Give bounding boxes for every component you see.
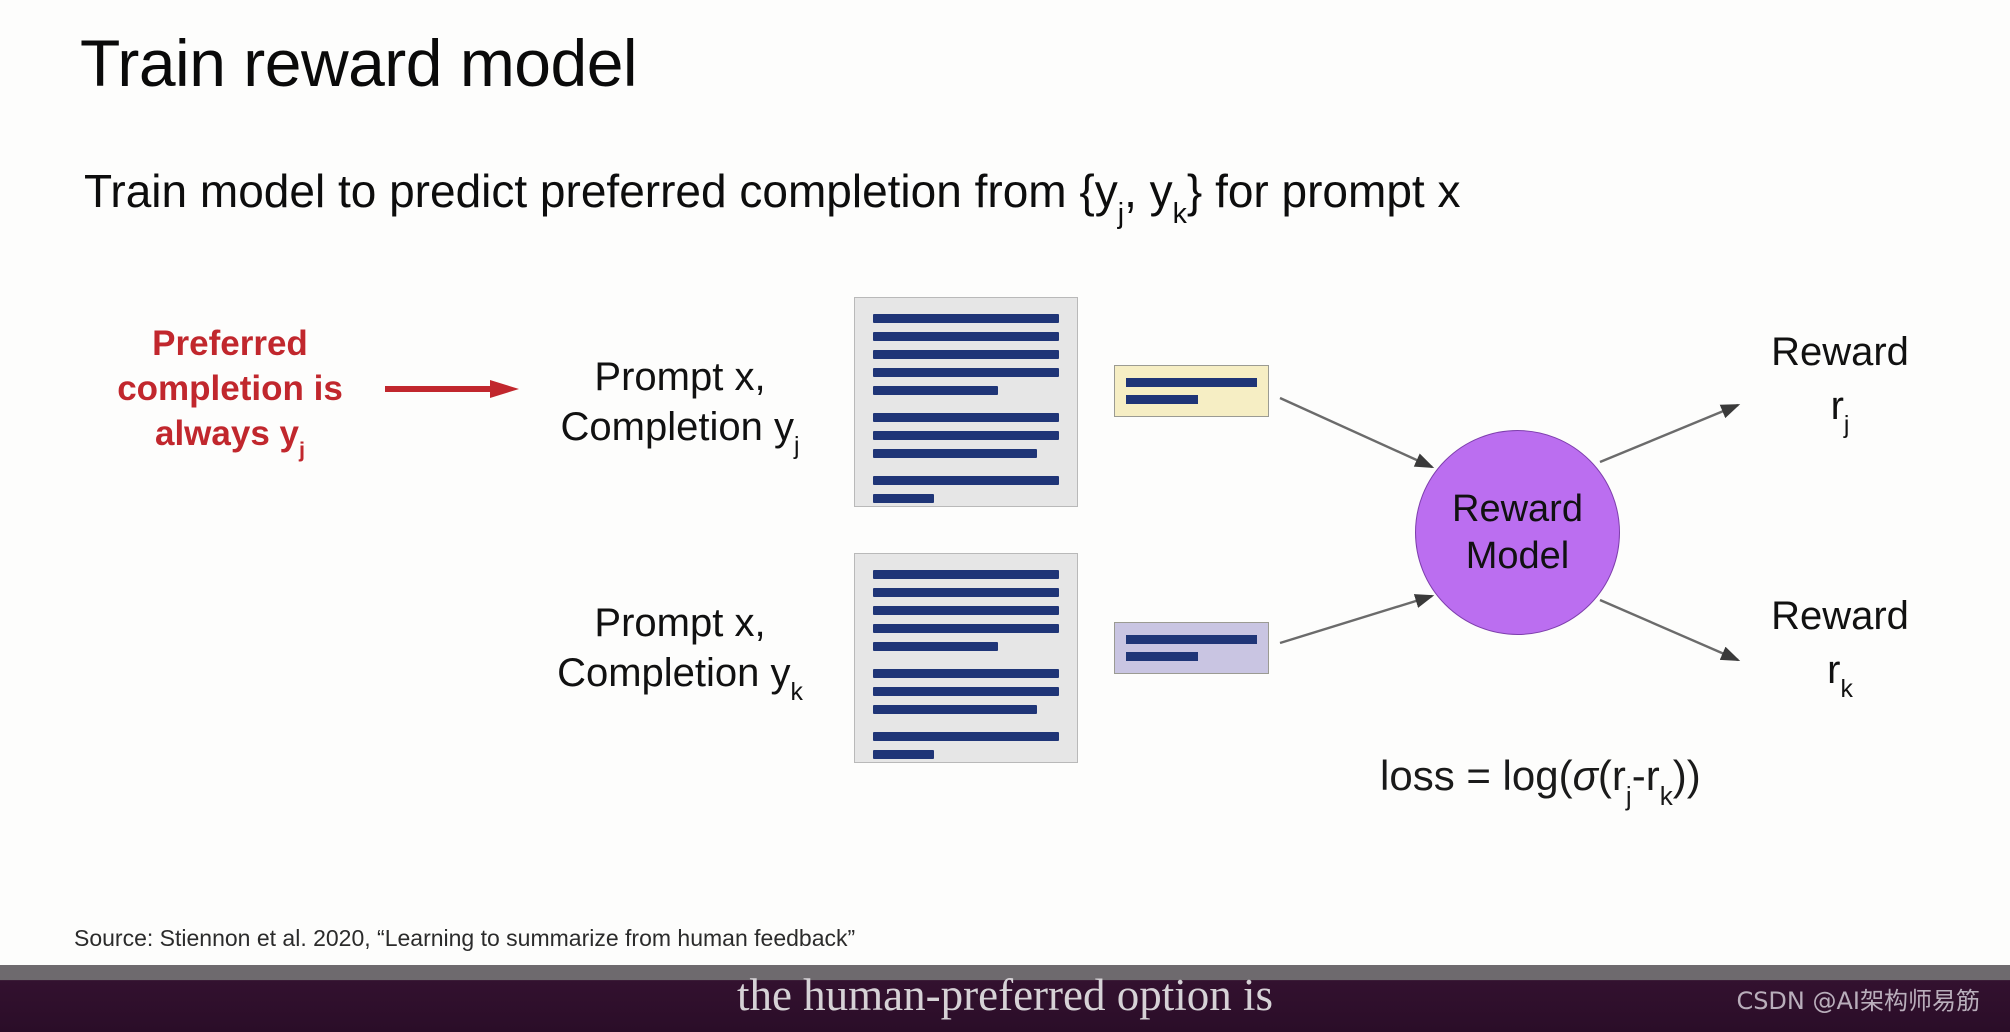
presentation-slide: Train reward model Train model to predic… <box>74 26 1950 951</box>
reward-output-label-k: Reward rk <box>1730 592 1950 704</box>
red-arrow-icon <box>385 380 519 398</box>
loss-minus: -r <box>1631 752 1660 799</box>
prompt-label-k-subscript: k <box>790 679 803 707</box>
subtitle-subscript-j: j <box>1117 198 1125 231</box>
doc-text-line <box>873 476 1059 485</box>
doc-text-line <box>873 687 1059 696</box>
subtitle-part-2: , y <box>1124 165 1173 217</box>
completion-chip-k <box>1114 622 1269 674</box>
prompt-label-j-subscript: j <box>793 433 800 461</box>
subtitle-part-1: Train model to predict preferred complet… <box>84 165 1118 217</box>
doc-text-line <box>873 705 1037 714</box>
loss-lhs: loss = log( <box>1380 752 1573 799</box>
doc-text-line <box>873 332 1059 341</box>
doc-text-line <box>873 368 1059 377</box>
source-citation: Source: Stiennon et al. 2020, “Learning … <box>74 925 856 951</box>
chip-text-line <box>1126 378 1257 387</box>
subtitle-subscript-k: k <box>1172 198 1187 231</box>
reward-model-line-2: Model <box>1465 534 1570 577</box>
reward-k-variable: rk <box>1827 648 1853 704</box>
loss-subscript-j: j <box>1625 781 1632 812</box>
doc-text-line <box>873 494 935 503</box>
red-note-subscript: j <box>298 437 306 463</box>
reward-output-label-j: Reward rj <box>1730 328 1950 440</box>
doc-text-line <box>873 413 1059 422</box>
doc-paragraph-gap <box>873 660 1059 669</box>
doc-text-line <box>873 570 1059 579</box>
arrow-model-to-reward-j <box>1599 403 1741 464</box>
reward-model-node: Reward Model <box>1415 430 1620 635</box>
prompt-label-k-line-1: Prompt x, <box>594 601 766 645</box>
document-card-k <box>854 553 1078 763</box>
chip-text-line <box>1126 395 1199 404</box>
red-note-line-1: Preferred <box>152 324 308 363</box>
prompt-label-j-line-2: Completion yj <box>560 405 800 461</box>
reward-j-variable: rj <box>1830 384 1850 440</box>
doc-text-line <box>873 350 1059 359</box>
sigma-symbol: σ <box>1572 752 1598 799</box>
loss-open: (r <box>1597 752 1626 799</box>
slide-subtitle: Train model to predict preferred complet… <box>84 165 1461 229</box>
doc-text-line <box>873 669 1059 678</box>
red-note-line-2: completion is <box>117 368 343 408</box>
loss-subscript-k: k <box>1659 781 1673 812</box>
doc-paragraph-gap <box>873 404 1059 413</box>
doc-text-line <box>873 642 998 651</box>
doc-text-line <box>873 750 935 759</box>
doc-paragraph-gap <box>873 723 1059 732</box>
prompt-label-j-line-1: Prompt x, <box>594 355 766 399</box>
csdn-watermark: CSDN @AI架构师易筋 <box>1736 987 1980 1015</box>
doc-text-line <box>873 732 1059 741</box>
doc-text-line <box>873 588 1059 597</box>
prompt-completion-label-k: Prompt x, Completion yk <box>530 598 830 707</box>
doc-text-line <box>873 606 1059 615</box>
doc-text-line <box>873 431 1059 440</box>
doc-paragraph-gap <box>873 467 1059 476</box>
chip-text-line <box>1126 652 1199 661</box>
doc-text-line <box>873 314 1059 323</box>
video-caption-bar: the human-preferred option is CSDN @AI架构… <box>0 965 2010 1032</box>
arrow-model-to-reward-k <box>1599 598 1741 662</box>
slide-title: Train reward model <box>80 26 638 100</box>
reward-k-text: Reward <box>1771 594 1909 638</box>
arrow-chip-j-to-model <box>1279 396 1435 469</box>
reward-j-text: Reward <box>1771 330 1909 374</box>
caption-text: the human-preferred option is <box>736 970 1274 1020</box>
loss-formula: loss = log(σ(rj-rk)) <box>1380 752 1701 811</box>
completion-chip-j <box>1114 365 1269 417</box>
doc-text-line <box>873 386 998 395</box>
red-note-line-3: always yj <box>154 413 306 463</box>
preferred-completion-annotation: Preferred completion is always yj <box>95 322 365 463</box>
doc-text-line <box>873 624 1059 633</box>
arrow-chip-k-to-model <box>1279 594 1435 645</box>
subtitle-part-3: } for prompt x <box>1186 165 1461 217</box>
chip-text-line <box>1126 635 1257 644</box>
reward-k-subscript: k <box>1840 676 1853 704</box>
document-card-j <box>854 297 1078 507</box>
reward-j-subscript: j <box>1843 412 1850 440</box>
doc-text-line <box>873 449 1037 458</box>
prompt-completion-label-j: Prompt x, Completion yj <box>530 352 830 461</box>
prompt-label-k-line-2: Completion yk <box>557 651 803 707</box>
reward-model-line-1: Reward <box>1452 488 1583 531</box>
loss-close: )) <box>1672 752 1701 799</box>
